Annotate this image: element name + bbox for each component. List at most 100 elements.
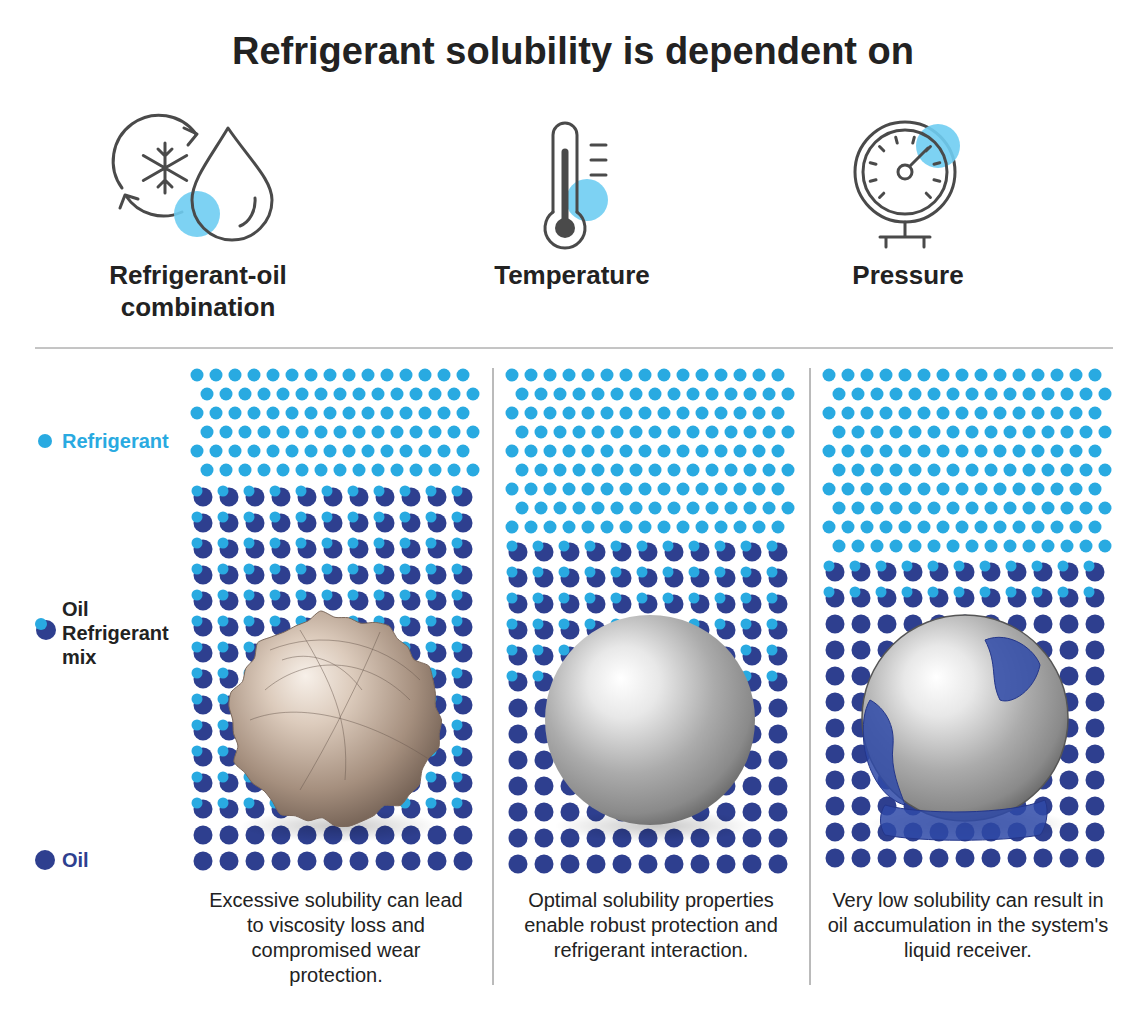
refrigerant-dot [239, 464, 252, 477]
refrigerant-dot [1004, 502, 1017, 515]
panel-separator [493, 368, 494, 985]
snowflake [143, 143, 186, 193]
dissolved-refrigerant-dot [192, 746, 203, 757]
refrigerant-dot [582, 483, 595, 496]
dissolved-refrigerant-dot [218, 746, 229, 757]
refrigerant-dot [899, 521, 912, 534]
refrigerant-dot [1070, 407, 1083, 420]
refrigerant-dot [918, 521, 931, 534]
refrigerant-dot [563, 483, 576, 496]
refrigerant-dot [823, 521, 836, 534]
refrigerant-dot [639, 369, 652, 382]
refrigerant-dot [239, 426, 252, 439]
oil-dot [717, 855, 736, 874]
refrigerant-dot [1051, 369, 1064, 382]
dissolved-refrigerant-dot [270, 590, 281, 601]
oil-dot [956, 849, 975, 868]
dissolved-refrigerant-dot [533, 619, 544, 630]
refrigerant-dot [1051, 521, 1064, 534]
oil-dot [769, 725, 788, 744]
refrigerant-dot [890, 426, 903, 439]
refrigerant-dot [734, 445, 747, 458]
dissolved-refrigerant-dot [767, 645, 778, 656]
refrigerant-dot [419, 369, 432, 382]
dissolved-refrigerant-dot [192, 772, 203, 783]
refrigerant-dot [286, 407, 299, 420]
dissolved-refrigerant-dot [374, 538, 385, 549]
dissolved-refrigerant-dot [452, 538, 463, 549]
refrigerant-dot [1070, 369, 1083, 382]
refrigerant-dot [966, 426, 979, 439]
dissolved-refrigerant-dot [192, 538, 203, 549]
refrigerant-dot [639, 521, 652, 534]
refrigerant-dot [1070, 445, 1083, 458]
dissolved-refrigerant-dot [850, 561, 861, 572]
refrigerant-dot [601, 483, 614, 496]
refrigerant-dot [871, 502, 884, 515]
dissolved-refrigerant-dot [192, 564, 203, 575]
legend-text: Refrigerant [62, 429, 187, 453]
dissolved-refrigerant-dot [663, 541, 674, 552]
oil-dot [1086, 615, 1105, 634]
refrigerant-dot [639, 483, 652, 496]
refrigerant-dot [258, 426, 271, 439]
refrigerant-dot [353, 426, 366, 439]
refrigerant-dot [833, 540, 846, 553]
scratch [265, 665, 410, 700]
refrigerant-dot [229, 445, 242, 458]
gauge-tick [934, 180, 940, 182]
refrigerant-dot [1032, 445, 1045, 458]
refrigerant-dot [1042, 540, 1055, 553]
refrigerant-dot [457, 407, 470, 420]
legend-sample [34, 597, 60, 645]
dissolved-refrigerant-dot [244, 486, 255, 497]
scratch [300, 630, 346, 780]
refrigerant-dot [782, 426, 795, 439]
refrigerant-dot [573, 388, 586, 401]
refrigerant-dot [1099, 426, 1112, 439]
refrigerant-dot [343, 445, 356, 458]
dissolved-refrigerant-dot [585, 619, 596, 630]
refrigerant-dot [861, 369, 874, 382]
refrigerant-dot [277, 464, 290, 477]
refrigerant-dot [975, 483, 988, 496]
refrigerant-dot [563, 407, 576, 420]
dissolved-refrigerant-dot [218, 486, 229, 497]
refrigerant-dot [381, 445, 394, 458]
dissolved-refrigerant-dot [637, 567, 648, 578]
refrigerant-dot [975, 521, 988, 534]
refrigerant-dot [677, 445, 690, 458]
refrigerant-dot [324, 407, 337, 420]
refrigerant-dot [842, 483, 855, 496]
refrigerant-dot [601, 407, 614, 420]
oil-dot [298, 852, 317, 871]
legend-swatch [38, 434, 52, 448]
cycle-arrow-head [184, 128, 197, 145]
refrigerant-dot [918, 445, 931, 458]
refrigerant-dot [381, 369, 394, 382]
title: Refrigerant solubility is dependent on [0, 26, 1146, 76]
oil-blob [985, 637, 1040, 701]
refrigerant-dot [734, 521, 747, 534]
oil-dot [454, 852, 473, 871]
oil-dot [324, 852, 343, 871]
oil-dot [1086, 797, 1105, 816]
oil-dot [535, 829, 554, 848]
oil-dot [769, 699, 788, 718]
refrigerant-dot [296, 388, 309, 401]
refrigerant-dot [687, 426, 700, 439]
refrigerant-dot [1080, 540, 1093, 553]
refrigerant-dot [947, 388, 960, 401]
refrigerant-dot [668, 464, 681, 477]
oil-dot [826, 719, 845, 738]
refrigerant-dot [410, 388, 423, 401]
refrigerant-dot [744, 426, 757, 439]
refrigerant-dot [715, 521, 728, 534]
refrigerant-dot [467, 388, 480, 401]
refrigerant-dot [937, 445, 950, 458]
refrigerant-dot [833, 426, 846, 439]
dissolved-refrigerant-dot [452, 746, 463, 757]
oil-dot [826, 771, 845, 790]
dissolved-refrigerant-dot [559, 645, 570, 656]
refrigerant-dot [861, 521, 874, 534]
